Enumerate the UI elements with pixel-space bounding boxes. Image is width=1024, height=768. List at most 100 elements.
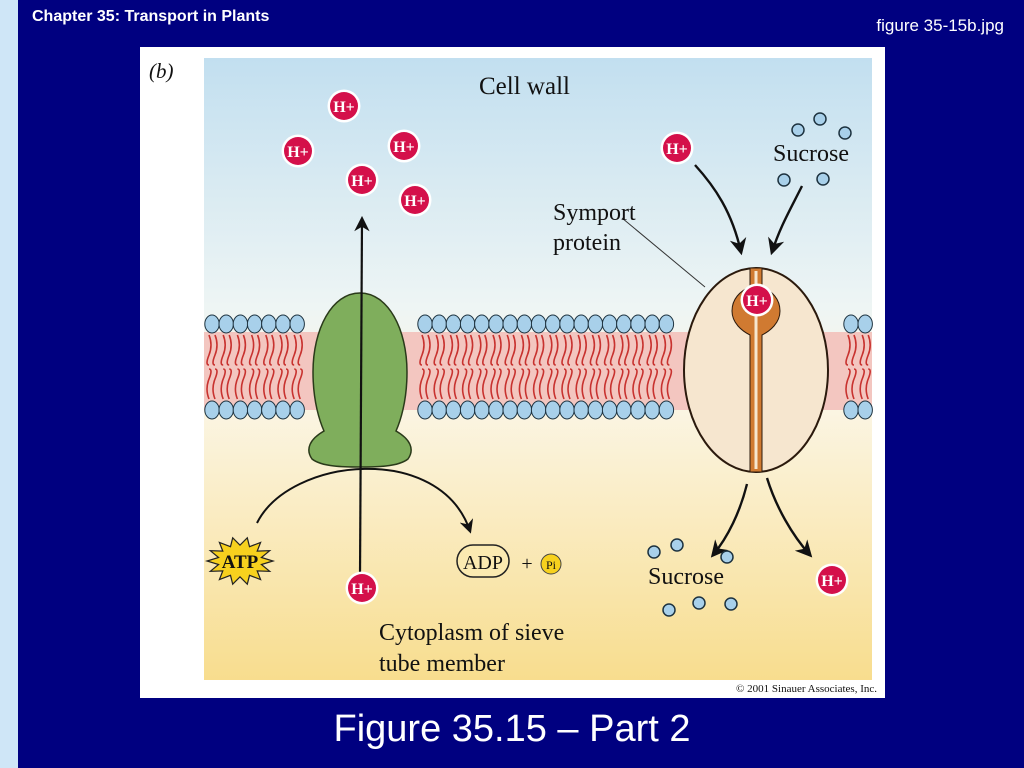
- proton-icon: H+: [387, 129, 421, 163]
- lipid-tail: [433, 368, 439, 400]
- sucrose-icon: [692, 596, 706, 610]
- lipid-tail: [226, 334, 232, 366]
- sucrose-outside-label: Sucrose: [773, 141, 849, 167]
- lipid-tail: [524, 334, 531, 366]
- lipid-head: [289, 400, 305, 420]
- lipid-head: [587, 314, 604, 334]
- plus-sign: +: [521, 553, 532, 575]
- lipid-tail: [248, 368, 255, 400]
- lipid-tail: [496, 334, 502, 366]
- lipid-head: [559, 314, 575, 334]
- lipid-tail: [666, 334, 673, 366]
- lipid-tail: [220, 334, 226, 366]
- lipid-tail: [660, 368, 667, 400]
- lipid-tail: [234, 334, 241, 366]
- lipid-tail: [490, 368, 496, 400]
- lipid-head: [658, 314, 675, 334]
- lipid-tail: [575, 334, 581, 366]
- lipid-tail: [510, 334, 516, 366]
- lipid-tail: [632, 368, 638, 400]
- lipid-tail: [433, 334, 439, 366]
- lipid-tail: [277, 368, 283, 400]
- lipid-tail: [581, 334, 587, 366]
- lipid-tail: [490, 334, 496, 366]
- lipid-head: [857, 314, 873, 334]
- svg-text:ATP: ATP: [222, 552, 259, 573]
- atp-burst-icon: ATP: [204, 536, 276, 586]
- lipid-head: [502, 400, 518, 420]
- lipid-tail: [254, 334, 261, 366]
- lipid-tail: [297, 334, 303, 366]
- sucrose-icon: [724, 597, 738, 611]
- copyright-notice: © 2001 Sinauer Associates, Inc.: [736, 683, 877, 695]
- transport-diagram: H+ H+ H+ H+ H+ H+ H+ H+ H+ ATP ADP + Pi …: [149, 58, 877, 695]
- svg-text:H+: H+: [287, 144, 309, 161]
- lipid-tail: [504, 334, 510, 366]
- cytoplasm-label-line1: Cytoplasm of sieve: [379, 620, 564, 646]
- lipid-head: [616, 400, 632, 420]
- lipid-head: [644, 314, 660, 334]
- lipid-tail: [518, 368, 525, 400]
- lipid-head: [545, 314, 561, 334]
- lipid-tail: [845, 334, 851, 366]
- lipid-tail: [212, 334, 218, 366]
- lipid-tail: [646, 368, 652, 400]
- lipid-head: [601, 314, 618, 334]
- lipid-head: [275, 314, 291, 334]
- lipid-head: [261, 314, 277, 334]
- cell-wall-label: Cell wall: [479, 73, 570, 100]
- lipid-tail: [461, 368, 468, 400]
- lipid-tail: [638, 368, 644, 400]
- lipid-tail: [609, 368, 616, 400]
- lipid-head: [516, 400, 533, 420]
- sucrose-icon: [777, 173, 791, 187]
- lipid-tail: [624, 334, 630, 366]
- lipid-head: [218, 314, 234, 334]
- atp-hydrolysis-arrow: [256, 467, 474, 534]
- lipid-head: [530, 400, 547, 420]
- lipid-tail: [575, 368, 581, 400]
- lipid-head: [488, 314, 504, 334]
- lipid-tail: [646, 334, 652, 366]
- lipid-head: [232, 400, 249, 420]
- lipid-head: [417, 314, 433, 334]
- sucrose-icon: [720, 550, 734, 564]
- lipid-head: [843, 400, 859, 420]
- lipid-tail: [291, 334, 297, 366]
- lipid-head: [843, 314, 859, 334]
- lipid-head: [658, 400, 675, 420]
- chapter-title: Chapter 35: Transport in Plants: [32, 8, 270, 25]
- svg-text:H+: H+: [333, 99, 355, 116]
- lipid-tail: [447, 368, 454, 400]
- lipid-head: [204, 400, 220, 420]
- lipid-tail: [447, 334, 454, 366]
- lipid-tail: [254, 368, 261, 400]
- lipid-tail: [618, 334, 624, 366]
- lipid-tail: [419, 334, 425, 366]
- lipid-head: [516, 314, 533, 334]
- symport-leader-line: [621, 217, 706, 288]
- lipid-tail: [439, 368, 445, 400]
- lipid-head: [573, 400, 589, 420]
- svg-text:H+: H+: [746, 293, 768, 310]
- lipid-head: [275, 400, 291, 420]
- proton-icon: H+: [740, 283, 774, 317]
- lipid-tail: [518, 334, 525, 366]
- lipid-tail: [269, 368, 275, 400]
- lipid-tail: [547, 334, 553, 366]
- proton-icon: H+: [281, 134, 315, 168]
- left-edge-strip: [0, 0, 18, 768]
- lipid-tail: [532, 368, 539, 400]
- lipid-head: [857, 400, 873, 420]
- lipid-tail: [595, 368, 602, 400]
- lipid-head: [616, 314, 632, 334]
- lipid-head: [445, 314, 462, 334]
- lipid-tail: [865, 368, 871, 400]
- lipid-head: [459, 314, 476, 334]
- lipid-head: [630, 314, 646, 334]
- lipid-tail: [226, 368, 232, 400]
- lipid-tail: [845, 368, 851, 400]
- lipid-tail: [263, 368, 269, 400]
- lipid-tail: [476, 368, 482, 400]
- lipid-tail: [461, 334, 468, 366]
